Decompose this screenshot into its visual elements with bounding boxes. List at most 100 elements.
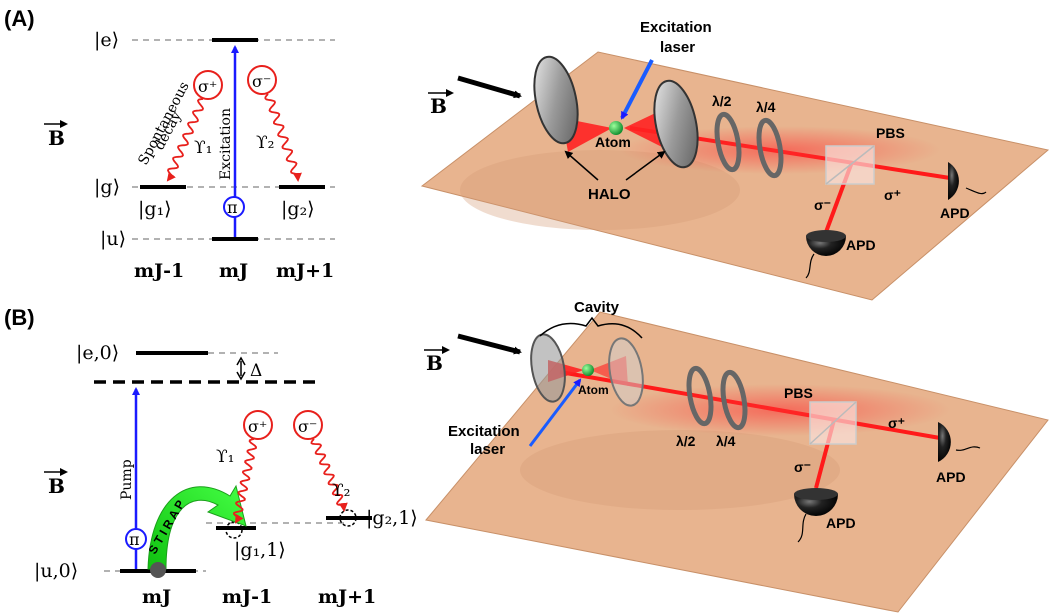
apd-right-cable-b <box>955 446 981 451</box>
sigma-minus-setup-a: σ⁻ <box>814 197 831 213</box>
excitation-laser-arrow-b <box>528 378 582 447</box>
m-label-center: mJ <box>219 260 248 282</box>
excitation-label: Excitation <box>218 108 234 180</box>
pbs-diagonal-a <box>825 145 875 185</box>
halo-mirror-right <box>653 79 699 169</box>
beam-glow-b <box>610 384 950 436</box>
pi-circle <box>223 196 245 218</box>
apd-right-detector-b <box>938 422 951 462</box>
pump-label: Pump <box>119 459 135 500</box>
e-level-label: |e⟩ <box>94 29 119 51</box>
quarter-wave-plate-b <box>720 369 748 431</box>
g1-level-label: |g₁⟩ <box>138 198 172 220</box>
atom-label-a: Atom <box>595 134 631 150</box>
apd-bottom-cable-a <box>805 253 815 279</box>
apd-bottom-label-b: APD <box>826 515 856 531</box>
atom-label-b: Atom <box>578 383 609 397</box>
apd-bottom-label-a: APD <box>846 237 876 253</box>
e0-level-label: |e,0⟩ <box>76 342 119 364</box>
gamma1-label-b: ϒ₁ <box>216 447 235 467</box>
halo-label: HALO <box>588 186 631 203</box>
b-field-arrow-setup-a <box>457 75 522 99</box>
half-wave-plate-a <box>714 111 742 173</box>
g2-1-label: |g₂,1⟩ <box>366 507 418 529</box>
sigma-minus-circle <box>247 65 277 95</box>
sigma-plus-setup-b: σ⁺ <box>888 415 905 431</box>
halo-pointer-left <box>564 150 599 181</box>
half-wave-label-b: λ/2 <box>676 433 696 449</box>
sigma-plus-label-b: σ⁺ <box>248 417 267 436</box>
cavity-label: Cavity <box>574 299 620 316</box>
quarter-wave-plate-a <box>756 117 784 179</box>
u0-label: |u,0⟩ <box>34 560 78 582</box>
sigma-plus-circle <box>193 70 223 100</box>
g2-1-population-dashed-circle <box>339 509 357 527</box>
panel-b-label: (B) <box>4 305 35 330</box>
excitation-laser-label-b-1: Excitation <box>448 423 520 440</box>
pi-label-b: π <box>129 530 140 549</box>
apd-right-label-b: APD <box>936 469 966 485</box>
apd-bottom-rim-b <box>794 488 838 500</box>
table-reflection-b <box>520 430 840 510</box>
delta-label: Δ <box>250 361 262 381</box>
apd-right-label-a: APD <box>940 205 970 221</box>
pbs-label-b: PBS <box>784 385 813 401</box>
pi-circle-b <box>125 528 147 550</box>
cavity-mirror-right <box>608 337 644 407</box>
population-dot <box>150 562 166 578</box>
atom-b <box>582 364 594 376</box>
g2-level-label: |g₂⟩ <box>281 198 315 220</box>
m-label-center-b: mJ <box>142 586 171 608</box>
quarter-wave-label-b: λ/4 <box>716 433 736 449</box>
m-label-minus: mJ-1 <box>134 260 184 282</box>
setup-a: B Excitation laser Atom HALO λ/2 λ/4 PBS… <box>420 19 1050 301</box>
half-wave-plate-b <box>686 365 714 427</box>
gamma2-label: ϒ₂ <box>256 133 275 153</box>
sigma-plus-circle-b <box>243 410 273 440</box>
g-level-label: |g⟩ <box>94 176 120 198</box>
apd-right-cable-a <box>965 187 987 195</box>
setup-b: B Cavity Atom Excitation laser λ/2 λ/4 P… <box>424 299 1049 613</box>
cavity-brace <box>539 316 643 339</box>
b-field-arrow-setup-b <box>457 333 522 355</box>
m-label-plus: mJ+1 <box>276 260 334 282</box>
excitation-laser-label-a-2: laser <box>660 39 695 56</box>
stirap-arrow <box>147 484 247 570</box>
half-wave-label-a: λ/2 <box>712 93 732 109</box>
sigma-minus-circle-b <box>293 410 323 440</box>
halo-mirror-left <box>533 55 579 145</box>
apd-right-detector-a <box>948 162 959 200</box>
gamma2-label-b: ϒ₂ <box>332 481 351 501</box>
sigma-minus-label: σ⁻ <box>252 72 271 91</box>
b-field-label: B <box>48 126 65 150</box>
panel-a-label: (A) <box>4 6 35 31</box>
pbs-label-a: PBS <box>876 125 905 141</box>
atom-a <box>609 121 623 135</box>
b-field-label-setup-b: B <box>426 351 443 375</box>
panel-b-level-scheme: (B) |e,0⟩ Δ Pump π |g₁,1⟩ |g₂,1⟩ |u,0⟩ S… <box>4 305 418 608</box>
sigma-plus-setup-a: σ⁺ <box>884 187 901 203</box>
pi-label: π <box>227 198 238 217</box>
excitation-laser-label-a-1: Excitation <box>640 19 712 36</box>
sigma-minus-setup-b: σ⁻ <box>794 459 811 475</box>
decay-to-g2-wave <box>264 93 302 182</box>
m-label-minus-b: mJ-1 <box>222 586 272 608</box>
apd-bottom-rim-a <box>806 230 846 242</box>
sigma-plus-label: σ⁺ <box>198 77 217 96</box>
excitation-laser-label-b-2: laser <box>470 441 505 458</box>
sigma-minus-label-b: σ⁻ <box>298 417 317 436</box>
excitation-laser-arrow-a <box>620 59 654 120</box>
panel-a-level-scheme: (A) |e⟩ |g⟩ |u⟩ |g₁⟩ |g₂⟩ Excitation π σ… <box>4 6 335 282</box>
halo-pointer-right <box>625 150 666 181</box>
gamma1-label: ϒ₁ <box>194 138 213 158</box>
table-reflection-a <box>460 150 740 230</box>
apd-bottom-cable-b <box>797 513 807 543</box>
b-field-label-b: B <box>48 474 65 498</box>
decay-to-g2-1-wave <box>310 438 348 512</box>
b-field-label-setup-a: B <box>430 94 447 118</box>
g1-1-label: |g₁,1⟩ <box>234 539 286 561</box>
decay-to-g1-wave <box>166 98 204 182</box>
quarter-wave-label-a: λ/4 <box>756 99 776 115</box>
